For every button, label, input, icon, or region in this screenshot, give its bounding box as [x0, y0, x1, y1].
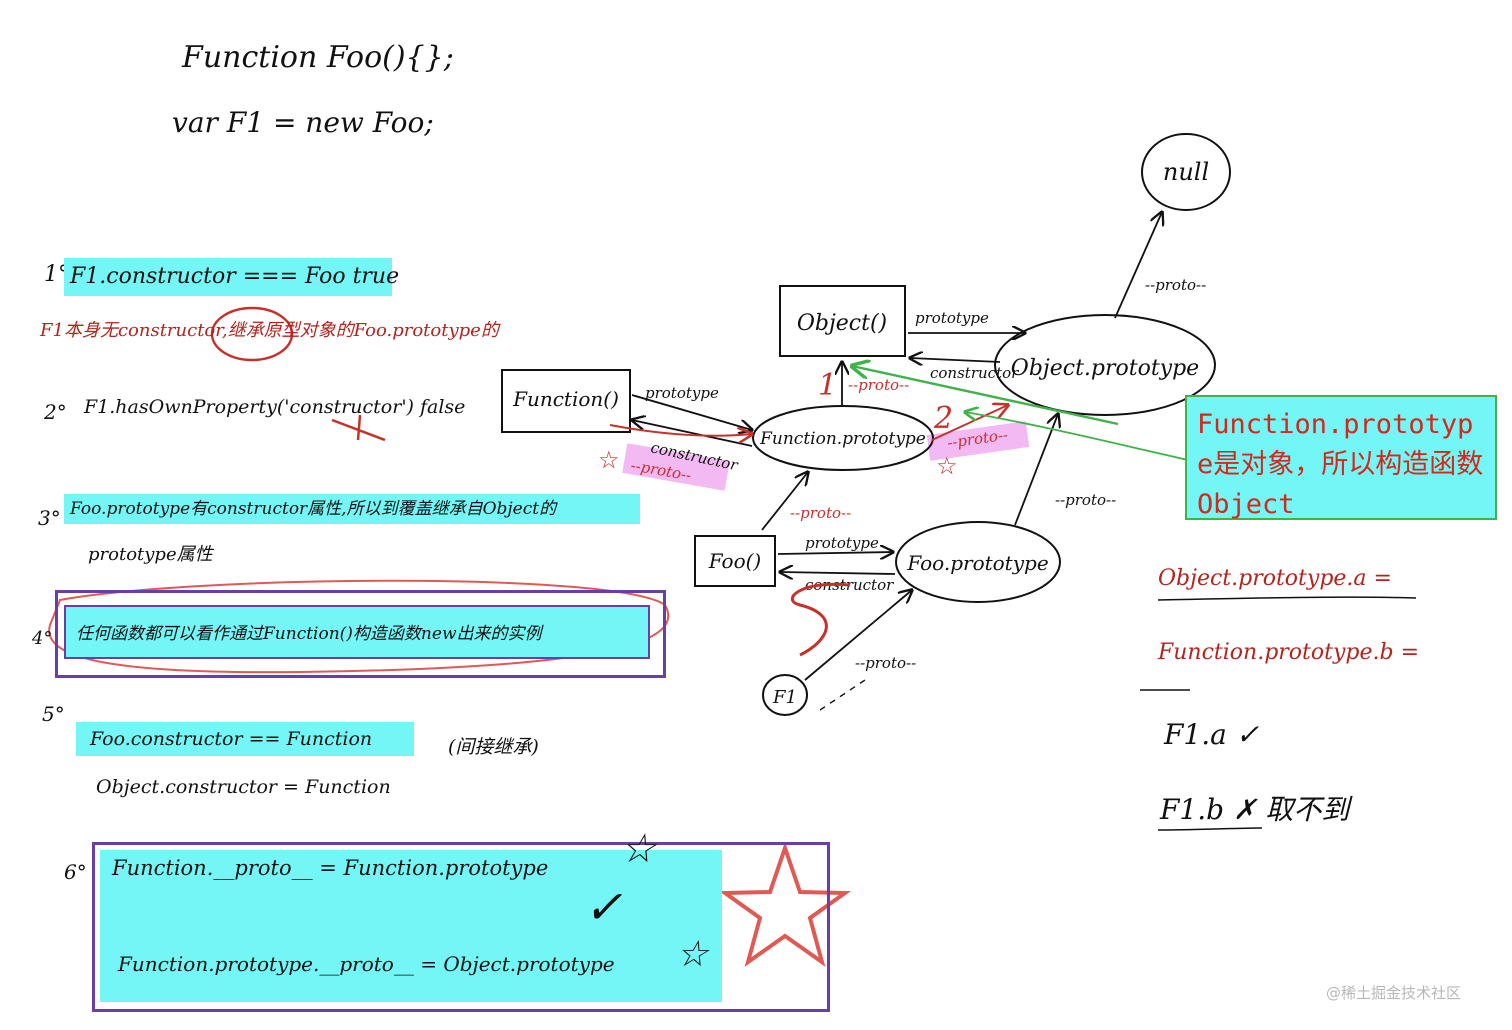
- note5-note: (间接继承): [448, 736, 539, 758]
- side-line-4: F1.b ✗ 取不到: [1160, 793, 1350, 826]
- note3-line1: Foo.prototype有constructor属性,所以到覆盖继承自Obje…: [64, 494, 640, 524]
- edge-objproto-constructor: [910, 358, 1001, 362]
- edge-fooctor-prototype: [777, 552, 893, 554]
- red-curl-mark: [791, 582, 851, 657]
- note6-line1: Function.__proto__ = Function.prototype: [112, 856, 549, 880]
- f1-label: F1: [772, 687, 797, 708]
- edge-funcctor-prototype: [631, 394, 752, 430]
- side-line-1: Object.prototype.a =: [1158, 566, 1392, 591]
- note5-number: 5°: [42, 702, 65, 726]
- note6-line2: Function.prototype.__proto__ = Object.pr…: [118, 952, 615, 976]
- note3-line2: prototype属性: [88, 544, 213, 565]
- red-circle-inherit: [210, 306, 294, 362]
- red-number-1: 1: [818, 368, 837, 403]
- foo-proto-node: [895, 521, 1061, 603]
- null-node: [1141, 133, 1231, 211]
- note2-number: 2°: [44, 400, 67, 424]
- note2-text: F1.hasOwnProperty('constructor') false: [84, 396, 466, 418]
- red-number-2: 2: [933, 401, 953, 436]
- edge-f1-dashed: [819, 679, 866, 711]
- foo-ctor-label: Foo(): [708, 549, 761, 573]
- note6-number: 6°: [64, 860, 87, 884]
- null-label: null: [1163, 158, 1209, 186]
- note4-number: 4°: [32, 628, 53, 649]
- note5-line2: Object.constructor = Function: [96, 776, 391, 798]
- side-line-2: Function.prototype.b =: [1158, 640, 1420, 665]
- note4-text: 任何函数都可以看作通过Function()构造函数new出来的实例: [64, 605, 650, 659]
- edge-objproto-null: [1114, 212, 1162, 319]
- function-proto-label: Function.prototype: [759, 429, 926, 449]
- edge-label-proto-red: --proto--: [848, 376, 909, 394]
- f1-node: [762, 674, 808, 716]
- underline-side-1: [1157, 596, 1417, 601]
- edge-label-prototype: prototype: [805, 534, 879, 552]
- object-proto-label: Object.prototype: [1011, 356, 1199, 381]
- edge-label-proto: --proto--: [855, 654, 916, 672]
- proto-highlight: [622, 443, 730, 491]
- edge-funcproto-constructor: [632, 420, 753, 447]
- note6-frame: [92, 842, 830, 1012]
- edge-label-proto: --proto--: [1145, 276, 1206, 294]
- star-icon: ☆: [676, 934, 709, 975]
- function-ctor-node: [501, 369, 631, 433]
- red-cross-mark: [331, 414, 386, 442]
- note1-sub: F1本身无constructor,继承原型对象的Foo.prototype的: [40, 320, 499, 341]
- foo-ctor-node: [694, 535, 776, 587]
- green-arrow-long: [852, 366, 1119, 426]
- edge-label-constructor: constructor: [930, 364, 1019, 382]
- underline-side-3: [1157, 827, 1263, 831]
- function-ctor-label: Function(): [512, 387, 619, 411]
- note5-line1: Foo.constructor == Function: [76, 722, 414, 756]
- check-icon: ✓: [584, 880, 623, 934]
- edge-label-proto: --proto--: [1055, 491, 1116, 509]
- callout-note: Function.prototype是对象，所以构造函数Object: [1185, 395, 1497, 520]
- side-line-3: F1.a ✓: [1164, 718, 1260, 751]
- object-ctor-label: Object(): [797, 311, 887, 336]
- note1-text: F1.constructor === Foo true: [64, 258, 399, 296]
- big-star-icon: [718, 841, 852, 967]
- code-line-2: var F1 = new Foo;: [172, 106, 434, 139]
- watermark: @稀土掘金技术社区: [1326, 984, 1462, 1002]
- edge-fooctor-funcproto: [761, 472, 808, 531]
- star-icon: ☆: [620, 826, 656, 872]
- edge-f1-fooproto: [804, 590, 912, 681]
- star-icon: ☆: [598, 446, 620, 474]
- edge-label-proto-red: --proto--: [790, 504, 851, 522]
- edge-funcproto-objproto-red: [931, 405, 1008, 441]
- edge-fooproto-objproto: [1014, 414, 1058, 526]
- object-proto-node: [994, 314, 1216, 416]
- edge-funcctor-proto-red: [609, 424, 752, 436]
- green-arrow-callout: [965, 412, 1189, 461]
- edge-label-prototype: prototype: [645, 384, 719, 402]
- note3-number: 3°: [38, 506, 61, 530]
- proto-highlight: [926, 421, 1030, 461]
- star-icon: ☆: [936, 452, 958, 480]
- code-line-1: Function Foo(){};: [182, 40, 454, 75]
- edge-fooproto-constructor: [780, 572, 896, 574]
- note4-frame: [55, 590, 666, 678]
- foo-proto-label: Foo.prototype: [906, 551, 1048, 575]
- note6-highlight: [100, 850, 722, 1002]
- object-ctor-node: [779, 285, 906, 357]
- edge-label-prototype: prototype: [915, 309, 989, 327]
